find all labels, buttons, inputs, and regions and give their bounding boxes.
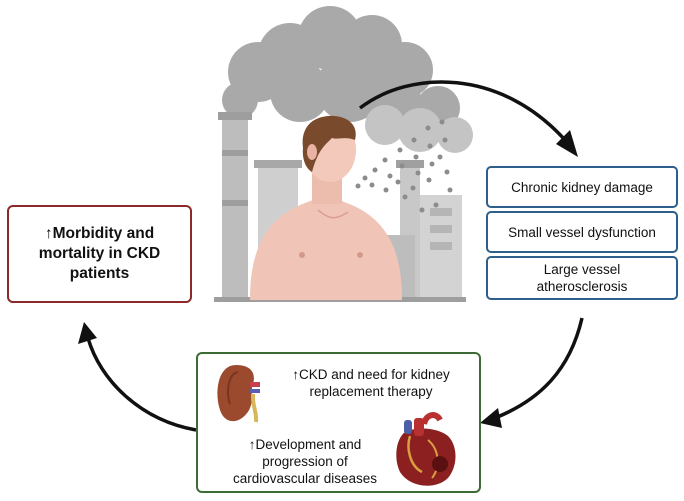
factory-icon xyxy=(214,112,466,302)
consequences-box xyxy=(196,352,481,493)
effect-box-small-vessel: Small vessel dysfunction xyxy=(486,211,678,253)
person-icon xyxy=(250,115,402,300)
arrowhead-outcome-icon xyxy=(78,322,97,344)
light-smoke-icon xyxy=(365,105,473,153)
effect-label-large-vessel-line-1: Large vessel xyxy=(543,262,621,277)
cvd-line-3: cardiovascular diseases xyxy=(232,471,378,486)
outcome-line-1: ↑Morbidity and xyxy=(44,225,155,242)
outcome-line-3: patients xyxy=(69,265,130,282)
ckd-line-1: ↑CKD and need for kidney xyxy=(292,367,450,382)
cycle-arrows xyxy=(86,80,584,432)
outcome-box: ↑Morbidity and mortality in CKD patients xyxy=(7,205,192,303)
pollution-particles-icon xyxy=(355,119,453,213)
ckd-text: ↑CKD and need for kidney replacement the… xyxy=(266,366,476,400)
cvd-line-1: ↑Development and xyxy=(248,437,362,452)
arrowhead-effects-icon xyxy=(556,130,578,157)
arrow-to-consequences xyxy=(494,317,584,420)
effect-label-large-vessel-line-2: atherosclerosis xyxy=(536,279,628,294)
kidney-icon xyxy=(217,365,260,423)
arrow-to-effects xyxy=(358,80,567,142)
effect-box-kidney: Chronic kidney damage xyxy=(486,166,678,208)
heart-icon xyxy=(396,412,456,486)
arrow-to-outcome xyxy=(86,337,197,432)
effect-label-small-vessel: Small vessel dysfunction xyxy=(508,224,656,240)
effect-box-large-vessel: Large vessel atherosclerosis xyxy=(486,256,678,300)
cvd-text: ↑Development and progression of cardiova… xyxy=(210,436,400,487)
outcome-line-2: mortality in CKD xyxy=(38,245,161,262)
arrowhead-consequences-icon xyxy=(480,408,502,428)
cvd-line-2: progression of xyxy=(262,454,348,469)
ckd-line-2: replacement therapy xyxy=(309,384,433,399)
effect-label-kidney: Chronic kidney damage xyxy=(511,179,653,195)
